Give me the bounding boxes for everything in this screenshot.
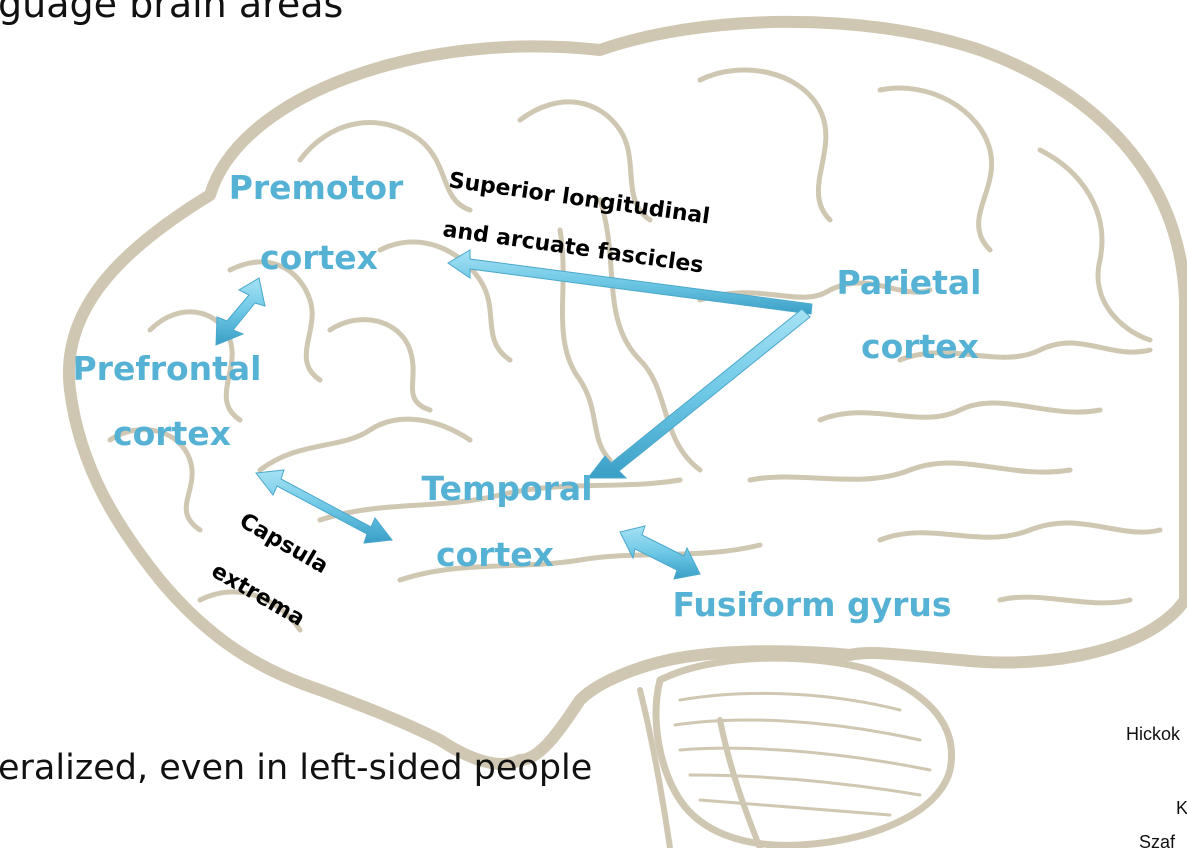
citation-line-1: Hickok (1126, 724, 1180, 745)
brain-illustration (69, 22, 1185, 848)
connection-arrows (216, 250, 812, 579)
arrow-temporal-fusiform (620, 526, 700, 579)
prefrontal-label-line2: cortex (113, 414, 231, 453)
slf-label-line1: Superior longitudinal (447, 168, 711, 229)
fusiform-label: Fusiform gyrus (672, 585, 951, 624)
brain-outline (69, 22, 1185, 764)
premotor-label-line2: cortex (260, 238, 378, 277)
premotor-label-line1: Premotor (229, 168, 404, 207)
citation-line-3: Szaf (1139, 832, 1175, 853)
temporal-label-line1: Temporal (421, 469, 592, 508)
prefrontal-label-line1: Prefrontal (73, 349, 262, 388)
parietal-label-line1: Parietal (837, 263, 982, 302)
slide-title: guage brain areas (0, 0, 343, 26)
arrow-premotor-prefrontal (216, 278, 265, 345)
parietal-label-line2: cortex (861, 327, 979, 366)
temporal-label-line2: cortex (436, 535, 554, 574)
cerebellum-folia (675, 693, 930, 815)
slide-bullet: eralized, even in left-sided people (0, 748, 592, 788)
citation-line-2: K (1176, 798, 1187, 819)
